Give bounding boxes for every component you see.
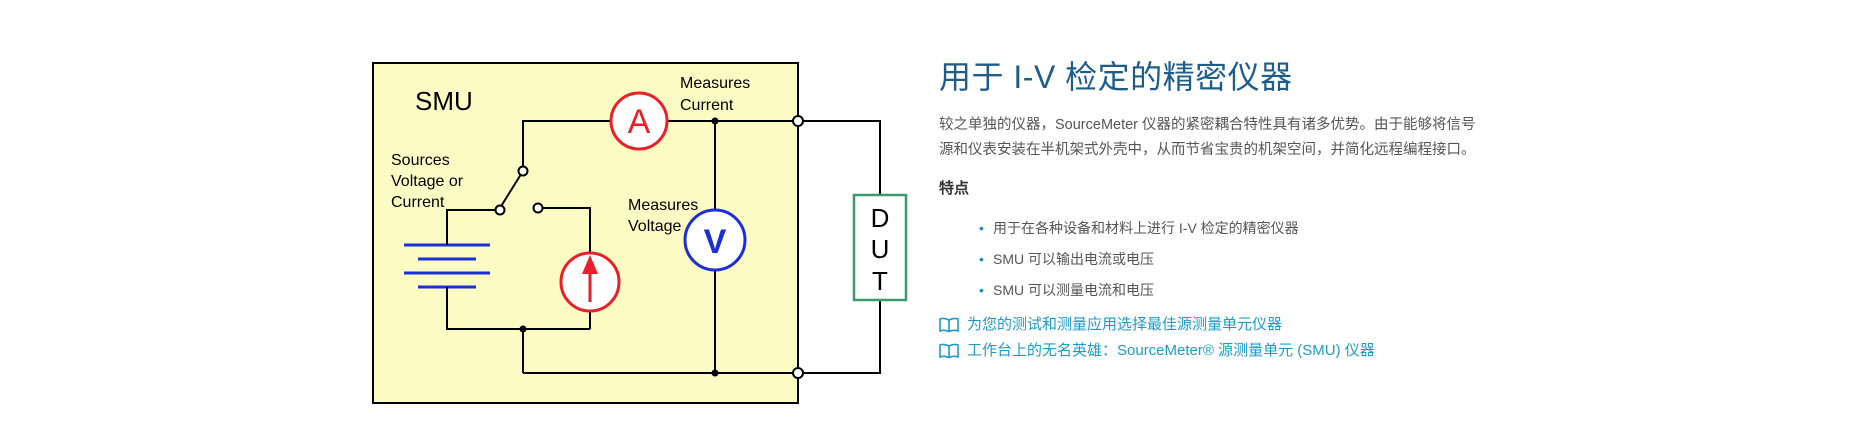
feature-item: • 用于在各种设备和材料上进行 I-V 检定的精密仪器: [979, 213, 1479, 244]
link-label[interactable]: 工作台上的无名英雄：SourceMeter® 源测量单元 (SMU) 仪器: [967, 342, 1375, 359]
circuit-wires: [446, 120, 881, 374]
dut-letter-d: D: [871, 203, 890, 233]
page-title: 用于 I-V 检定的精密仪器: [939, 59, 1293, 95]
dut-box: D U T: [852, 193, 908, 302]
book-icon: [939, 317, 959, 333]
sources-label-1: Sources: [391, 152, 450, 169]
smu-circuit-diagram: A V D U T SMU Measures Current Sources V…: [360, 50, 920, 420]
features-heading: 特点: [939, 180, 970, 197]
bullet-icon: •: [979, 251, 984, 267]
voltmeter-icon: V: [683, 208, 747, 272]
description: 较之单独的仪器，SourceMeter 仪器的紧密耦合特性具有诸多优势。由于能够…: [939, 117, 1476, 158]
feature-text: SMU 可以输出电流或电压: [993, 251, 1154, 267]
current-source-icon: [559, 251, 621, 313]
measures-current-label-1: Measures: [680, 75, 750, 92]
sources-label-3: Current: [391, 194, 445, 211]
ammeter-icon: A: [609, 91, 669, 151]
link-label[interactable]: 为您的测试和测量应用选择最佳源测量单元仪器: [967, 316, 1283, 333]
measures-voltage-label-2: Voltage: [628, 218, 681, 235]
circuit-nodes: [494, 115, 804, 379]
ammeter-symbol: A: [628, 103, 651, 141]
product-info: 用于 I-V 检定的精密仪器 较之单独的仪器，SourceMeter 仪器的紧密…: [939, 55, 1479, 364]
resource-link-choose-smu[interactable]: 为您的测试和测量应用选择最佳源测量单元仪器: [939, 312, 1479, 338]
bullet-icon: •: [979, 220, 984, 236]
feature-item: • SMU 可以测量电流和电压: [979, 275, 1479, 306]
measures-current-label-2: Current: [680, 97, 734, 114]
feature-text: 用于在各种设备和材料上进行 I-V 检定的精密仪器: [993, 220, 1299, 236]
feature-item: • SMU 可以输出电流或电压: [979, 244, 1479, 275]
resource-links: 为您的测试和测量应用选择最佳源测量单元仪器 工作台上的无名英雄：SourceMe…: [939, 312, 1479, 364]
resource-link-unsung-hero[interactable]: 工作台上的无名英雄：SourceMeter® 源测量单元 (SMU) 仪器: [939, 338, 1479, 364]
feature-text: SMU 可以测量电流和电压: [993, 282, 1154, 298]
book-icon: [939, 343, 959, 359]
dut-letter-t: T: [872, 266, 888, 296]
sources-label-2: Voltage or: [391, 173, 464, 190]
features-list: • 用于在各种设备和材料上进行 I-V 检定的精密仪器 • SMU 可以输出电流或电…: [939, 213, 1479, 306]
measures-voltage-label-1: Measures: [628, 197, 698, 214]
bullet-icon: •: [979, 282, 984, 298]
voltmeter-symbol: V: [704, 223, 727, 261]
smu-label: SMU: [415, 86, 473, 116]
dut-letter-u: U: [871, 234, 890, 264]
